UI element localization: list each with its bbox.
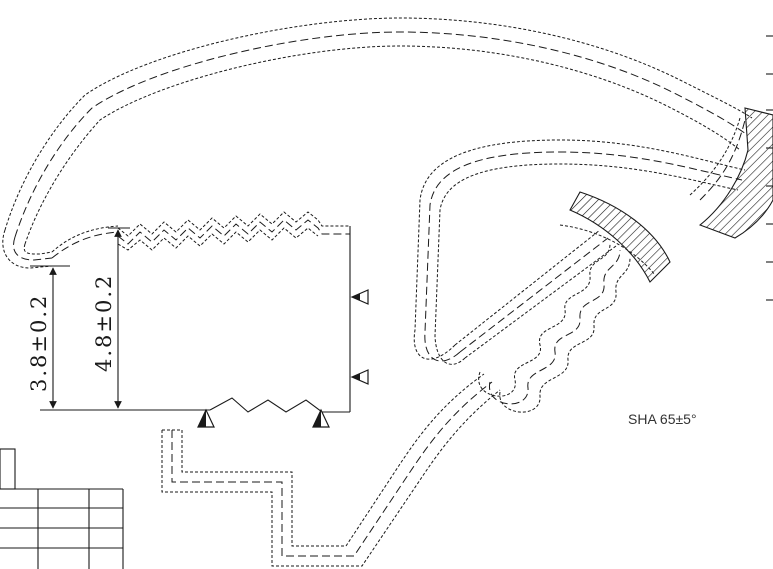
surface-finish-triangle-icon [197, 289, 369, 428]
edge-tick-marks [766, 35, 773, 301]
inner-hook-contour [413, 139, 746, 365]
dimension-3-8: 3.8±0.2 [27, 265, 70, 409]
serrated-top-edge [117, 211, 350, 251]
dimension-label-3-8: 3.8±0.2 [27, 294, 51, 392]
hatched-clip-inner [559, 191, 671, 283]
bottom-channel-contour [161, 373, 501, 567]
hatched-clip-outer [689, 107, 773, 239]
hardness-note: SHA 65±5° [628, 411, 697, 427]
dimension-label-4-8: 4.8±0.2 [92, 274, 116, 372]
dimension-4-8: 4.8±0.2 [92, 227, 130, 409]
outer-lip-contour [2, 17, 753, 269]
base-outline [40, 226, 351, 413]
title-block-table [0, 448, 124, 569]
wavy-section-contour [478, 243, 631, 413]
